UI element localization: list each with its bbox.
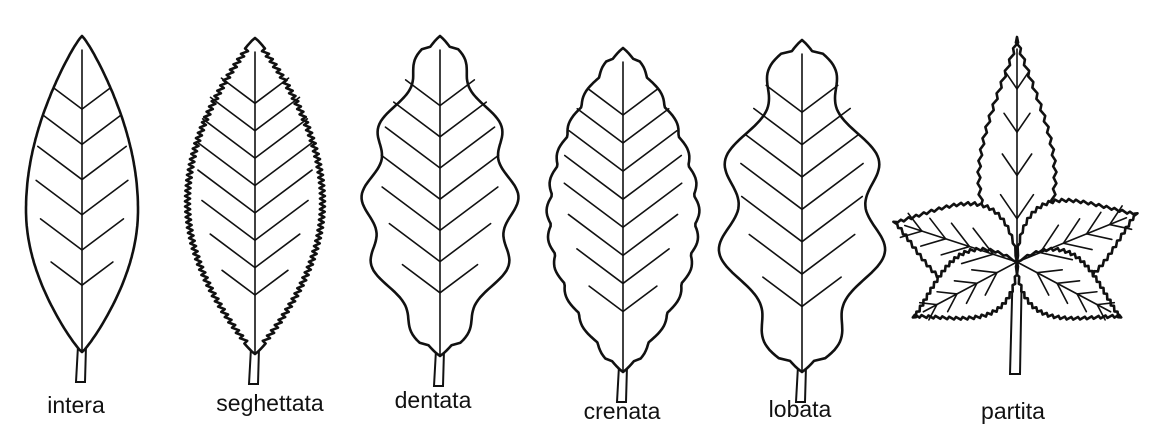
label-lobata: lobata: [769, 396, 832, 423]
leaf-intera: [26, 36, 138, 382]
label-dentata: dentata: [395, 387, 472, 414]
label-crenata: crenata: [584, 398, 661, 425]
label-seghettata: seghettata: [216, 390, 323, 417]
label-partita: partita: [981, 398, 1045, 425]
leaf-lobata: [719, 40, 885, 402]
leaf-partita: [893, 37, 1137, 374]
leaf-crenata: [547, 48, 700, 402]
label-intera: intera: [47, 392, 105, 419]
leaf-seghettata: [185, 38, 325, 384]
leaf-dentata: [362, 36, 519, 386]
